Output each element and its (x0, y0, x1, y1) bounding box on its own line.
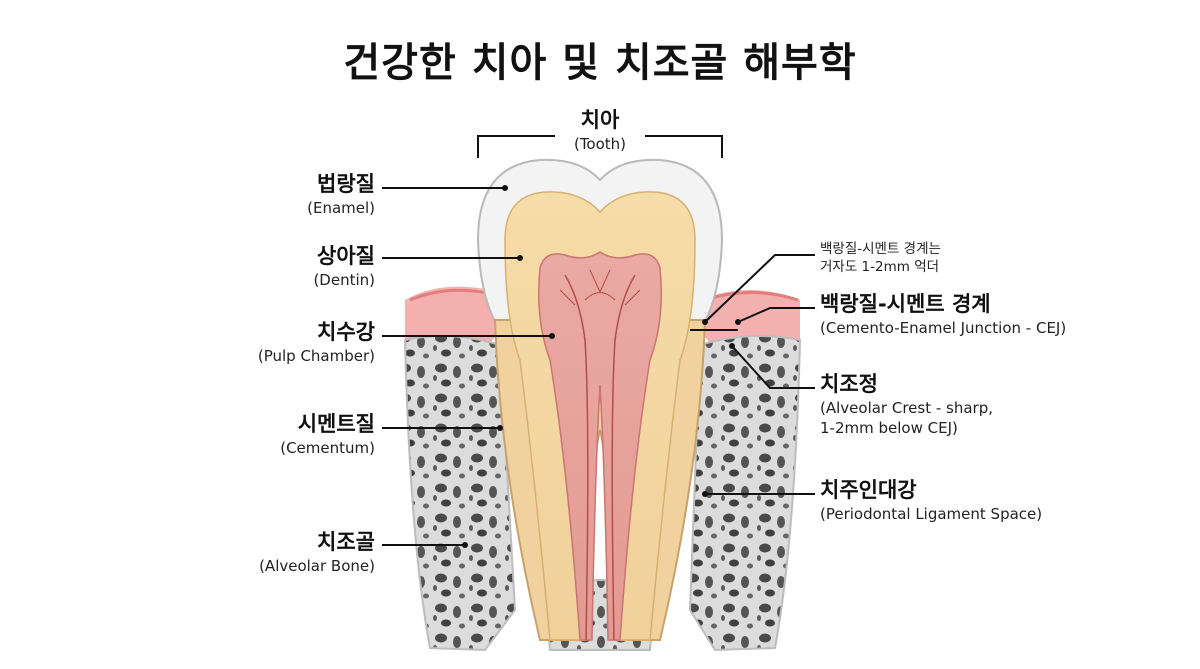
cej-note-line1: 백랑질-시멘트 경계는 (820, 241, 941, 257)
pulp-en: (Pulp Chamber) (257, 347, 375, 366)
crest-en2: 1-2mm below CEJ) (820, 419, 958, 438)
label-tooth: 치아 (Tooth) (540, 108, 660, 153)
label-pulp: 치수강 (Pulp Chamber) (200, 320, 375, 365)
bone-ko: 치조골 (317, 530, 375, 554)
dentin-en: (Dentin) (313, 271, 375, 290)
cementum-ko: 시멘트질 (297, 412, 375, 436)
cej-note-line2: 거자도 1-2mm 억더 (820, 259, 940, 276)
pulp-chamber (538, 251, 662, 641)
enamel-en: (Enamel) (307, 199, 375, 218)
crest-ko: 치조정 (820, 372, 878, 396)
cej-en: (Cemento-Enamel Junction - CEJ) (820, 319, 1067, 338)
pdl-en: (Periodontal Ligament Space) (820, 505, 1043, 524)
label-enamel: 법랑질 (Enamel) (220, 172, 375, 217)
tooth-en: (Tooth) (573, 135, 627, 154)
cementum-en: (Cementum) (280, 439, 375, 458)
label-alveolar-bone: 치조골 (Alveolar Bone) (200, 530, 375, 575)
tooth-bracket (477, 135, 723, 158)
label-dentin: 상아질 (Dentin) (220, 244, 375, 289)
dentin-ko: 상아질 (317, 244, 375, 268)
label-alveolar-crest: 치조정 (Alveolar Crest - sharp, 1-2mm below… (820, 372, 1120, 437)
label-pdl: 치주인대강 (Periodontal Ligament Space) (820, 478, 1140, 523)
page-title: 건강한 치아 및 치조골 해부학 (343, 40, 857, 86)
pulp-ko: 치수강 (317, 320, 375, 344)
label-cementum: 시멘트질 (Cementum) (220, 412, 375, 457)
label-cej: 백랑질-시멘트 경계 (Cemento-Enamel Junction - CE… (820, 292, 1140, 337)
enamel-ko: 법랑질 (317, 172, 375, 196)
cej-note: 백랑질-시멘트 경계는 거자도 1-2mm 억더 (820, 240, 1040, 276)
crest-en1: (Alveolar Crest - sharp, (820, 399, 994, 418)
pdl-ko: 치주인대강 (820, 478, 917, 502)
cej-ko: 백랑질-시멘트 경계 (820, 292, 991, 316)
tooth-ko: 치아 (580, 108, 620, 132)
bone-en: (Alveolar Bone) (259, 557, 375, 576)
